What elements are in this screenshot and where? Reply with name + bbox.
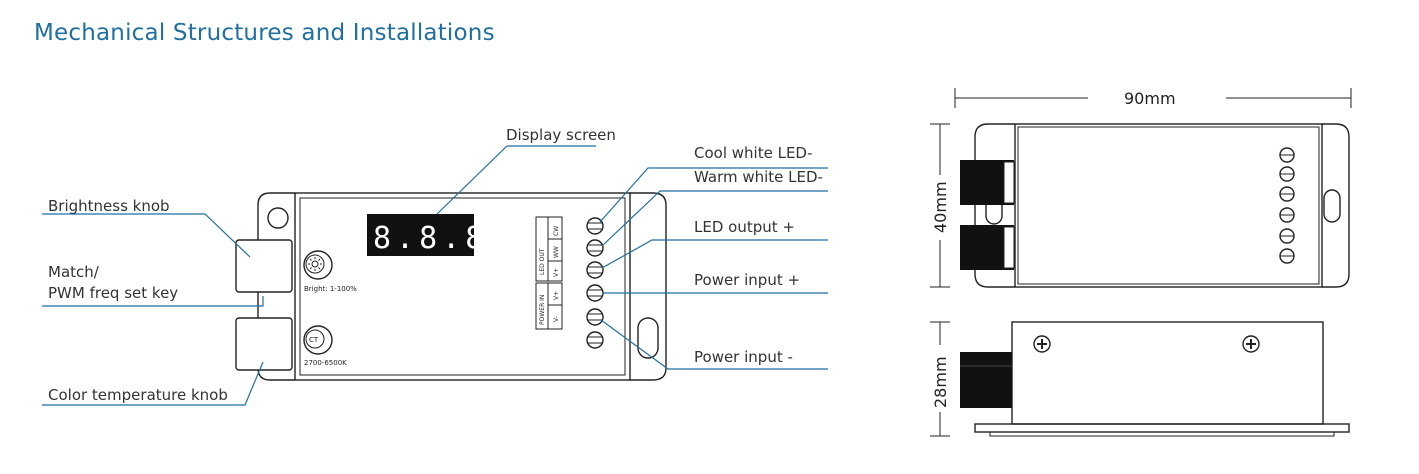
terminal-screw-vplus-power <box>586 284 604 302</box>
match-key-callout-line2: PWM freq set key <box>48 284 178 302</box>
width-dimension: 90mm <box>1124 89 1176 108</box>
power-input-minus-callout: Power input - <box>694 348 793 366</box>
sun-icon <box>308 257 322 271</box>
display-screen <box>367 214 474 256</box>
power-in-label: POWER IN <box>539 295 546 325</box>
side-base-flange <box>974 423 1350 433</box>
side-screw-left <box>1033 335 1051 353</box>
left-mounting-hole <box>267 207 289 229</box>
right-mounting-ear <box>630 192 667 381</box>
top-view: 90mm 40mm <box>930 88 1352 288</box>
side-knob[interactable] <box>960 352 1012 408</box>
top-body-inner <box>1017 126 1320 285</box>
page-title: Mechanical Structures and Installations <box>34 20 495 46</box>
power-input-plus-callout: Power input + <box>694 271 800 289</box>
color-temperature-leader <box>42 361 264 406</box>
top-right-slot <box>1323 189 1341 223</box>
terminal-screw-cw <box>586 217 604 235</box>
led-output-callout: LED output + <box>694 218 795 236</box>
terminal-screws <box>586 217 604 349</box>
side-body <box>1011 321 1324 425</box>
top-left-ear <box>974 123 1015 288</box>
terminal-screw-ww <box>586 239 604 257</box>
side-screw-right <box>1242 335 1260 353</box>
terminal-screw-vminus <box>586 308 604 326</box>
warm-white-callout: Warm white LED- <box>694 168 823 186</box>
vplus-led-label: V+ <box>553 268 560 277</box>
top-terminal-screws <box>1279 147 1295 264</box>
top-body <box>1014 123 1323 288</box>
ct-button-label: CT <box>309 336 319 344</box>
cool-white-leader <box>599 167 828 223</box>
match-key-leader <box>42 296 264 307</box>
display-digits: 8.8.8. <box>373 221 511 256</box>
top-right-ear <box>1322 123 1350 288</box>
brightness-knob-callout: Brightness knob <box>48 197 170 215</box>
color-temperature-callout: Color temperature knob <box>48 386 228 404</box>
led-out-label: LED OUT <box>539 248 546 275</box>
height-dimension: 40mm <box>931 181 950 233</box>
cw-label: CW <box>553 226 560 236</box>
color-temperature-knob[interactable] <box>235 317 293 371</box>
top-knob-lower[interactable] <box>960 225 1015 270</box>
controller-panel <box>299 197 626 376</box>
ct-button[interactable] <box>303 325 333 355</box>
vplus-power-label: V+ <box>553 291 560 300</box>
terminal-screw-vplus-led <box>586 261 604 279</box>
right-mounting-slot <box>637 317 659 359</box>
led-output-leader <box>601 239 828 269</box>
display-screen-leader <box>436 145 596 215</box>
brightness-button-inner <box>305 254 325 274</box>
terminal-screw-extra <box>586 331 604 349</box>
vminus-label: V- <box>553 316 560 322</box>
brightness-knob-leader <box>42 213 251 258</box>
side-base-foot <box>989 431 1335 437</box>
top-knob-upper[interactable] <box>960 160 1015 205</box>
display-screen-callout: Display screen <box>506 126 616 144</box>
ct-button-inner <box>305 329 325 349</box>
terminal-label-block: LED OUT POWER IN CW WW V+ V+ V- <box>535 216 563 330</box>
side-view: 28mm <box>930 321 1350 437</box>
controller-body <box>294 192 631 381</box>
brightness-button[interactable] <box>303 250 333 280</box>
cool-white-callout: Cool white LED- <box>694 144 812 162</box>
ct-range-label: 2700-6500K <box>304 359 347 367</box>
brightness-knob[interactable] <box>235 239 293 293</box>
ww-label: WW <box>553 246 560 258</box>
depth-dimension: 28mm <box>931 356 950 408</box>
front-view: Bright: 1-100% CT 2700-6500K 8.8.8. LED … <box>42 126 828 406</box>
warm-white-leader <box>601 190 828 247</box>
power-input-minus-leader <box>600 319 828 370</box>
bright-range-label: Bright: 1-100% <box>304 285 357 293</box>
match-key-callout-line1: Match/ <box>48 263 100 281</box>
